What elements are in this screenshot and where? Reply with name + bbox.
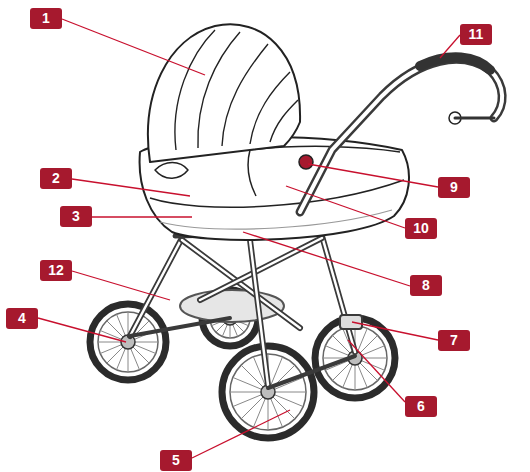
callout-number: 10	[405, 218, 437, 239]
wheel-spoke	[230, 324, 231, 338]
wheel-tire	[90, 304, 166, 380]
wheel-rim	[98, 312, 158, 372]
wheel-spoke	[132, 346, 149, 363]
wheel-spoke	[268, 398, 269, 430]
wheel-spoke	[134, 342, 158, 343]
wheel-spoke	[272, 396, 295, 419]
wheel-spoke	[230, 392, 262, 393]
bassinet	[140, 24, 409, 240]
wheel-tire	[222, 346, 314, 438]
wheel-spoke	[359, 362, 377, 380]
wheel-spoke	[343, 364, 353, 388]
wheel-spoke	[357, 328, 367, 352]
callout-number: 2	[40, 168, 72, 189]
wheel-spoke	[107, 321, 124, 338]
wheel-spoke	[241, 396, 264, 419]
wheel-spoke	[270, 398, 282, 428]
callout-number: 4	[6, 308, 38, 329]
wheel-spoke	[117, 314, 126, 336]
wheel-spoke	[134, 344, 156, 353]
wheel-spoke	[361, 346, 385, 356]
wheel-spoke	[98, 342, 122, 343]
wheel-spoke	[107, 346, 124, 363]
wheel-spoke	[355, 364, 356, 390]
callout-number: 8	[410, 275, 442, 296]
callout-number: 5	[160, 450, 192, 471]
wheels	[90, 290, 395, 438]
wheel-spoke	[325, 346, 349, 356]
wheel-spoke	[357, 364, 367, 388]
wheel-spoke	[128, 312, 129, 336]
wheel-spoke	[232, 324, 237, 337]
wheel-spoke	[117, 348, 126, 370]
callout-number: 12	[40, 260, 72, 281]
wheel-spoke	[233, 377, 263, 389]
callout-number: 11	[460, 24, 492, 45]
wheel-spoke	[274, 394, 304, 406]
push-handle	[299, 57, 502, 212]
wheel-spoke	[130, 348, 139, 370]
callout-number: 3	[60, 206, 92, 227]
wheel-spoke	[361, 360, 385, 370]
wheel-spoke	[359, 335, 377, 353]
wheel	[90, 304, 166, 380]
leader-lines	[38, 19, 460, 458]
wheel-spoke	[274, 392, 306, 393]
wheel	[222, 346, 314, 438]
wheel-spoke	[233, 394, 263, 406]
callout-number: 7	[438, 330, 470, 351]
callout-number: 6	[405, 396, 437, 417]
wheel-spoke	[128, 348, 129, 372]
wheel-spoke	[241, 365, 264, 388]
callout-number: 1	[30, 8, 62, 29]
callout-number: 9	[438, 177, 470, 198]
wheel-spoke	[100, 344, 122, 353]
